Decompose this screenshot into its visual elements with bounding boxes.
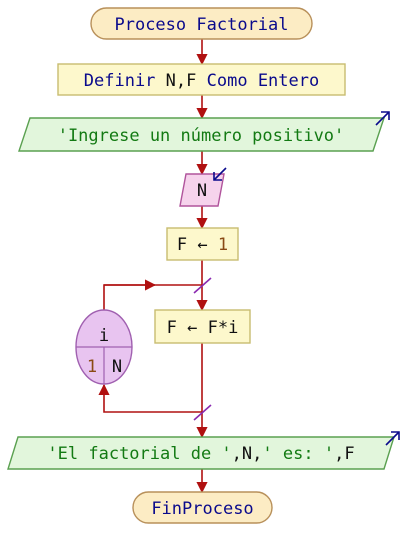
loop-entry-mark	[193, 277, 212, 294]
output-arrow-icon	[385, 431, 400, 446]
connectors	[98, 39, 208, 494]
define-process-box[interactable]: Definir N,F Como Entero	[57, 63, 346, 96]
assign-loop-label: F ← F*i	[167, 318, 239, 338]
loop-from: 1	[87, 357, 97, 377]
input-arrow-icon	[213, 167, 227, 181]
loop-to: N	[112, 357, 122, 377]
define-label: Definir N,F Como Entero	[84, 71, 319, 91]
end-label: FinProceso	[151, 499, 253, 519]
read-var: N	[197, 181, 207, 201]
end-terminal[interactable]: FinProceso	[132, 491, 273, 524]
start-terminal[interactable]: Proceso Factorial	[90, 7, 313, 40]
loop-exit-mark	[193, 404, 212, 421]
start-label: Proceso Factorial	[114, 15, 288, 35]
assign-loop-box[interactable]: F ← F*i	[154, 309, 251, 344]
loop-var: i	[99, 326, 109, 346]
prompt-output[interactable]: 'Ingrese un número positivo'	[18, 111, 390, 152]
prompt-text: 'Ingrese un número positivo'	[58, 126, 345, 146]
read-input[interactable]: N	[179, 167, 227, 207]
for-loop-node[interactable]: i 1 N	[75, 309, 133, 385]
assign-init-box[interactable]: F ← 1	[166, 227, 239, 261]
loop-back-connector	[103, 284, 202, 310]
assign-init-label: F ← 1	[177, 235, 228, 255]
result-text: 'El factorial de ',N,' es: ',F	[47, 444, 354, 464]
result-output[interactable]: 'El factorial de ',N,' es: ',F	[7, 431, 400, 470]
output-arrow-icon	[375, 111, 390, 126]
loop-exit-connector	[98, 383, 202, 413]
